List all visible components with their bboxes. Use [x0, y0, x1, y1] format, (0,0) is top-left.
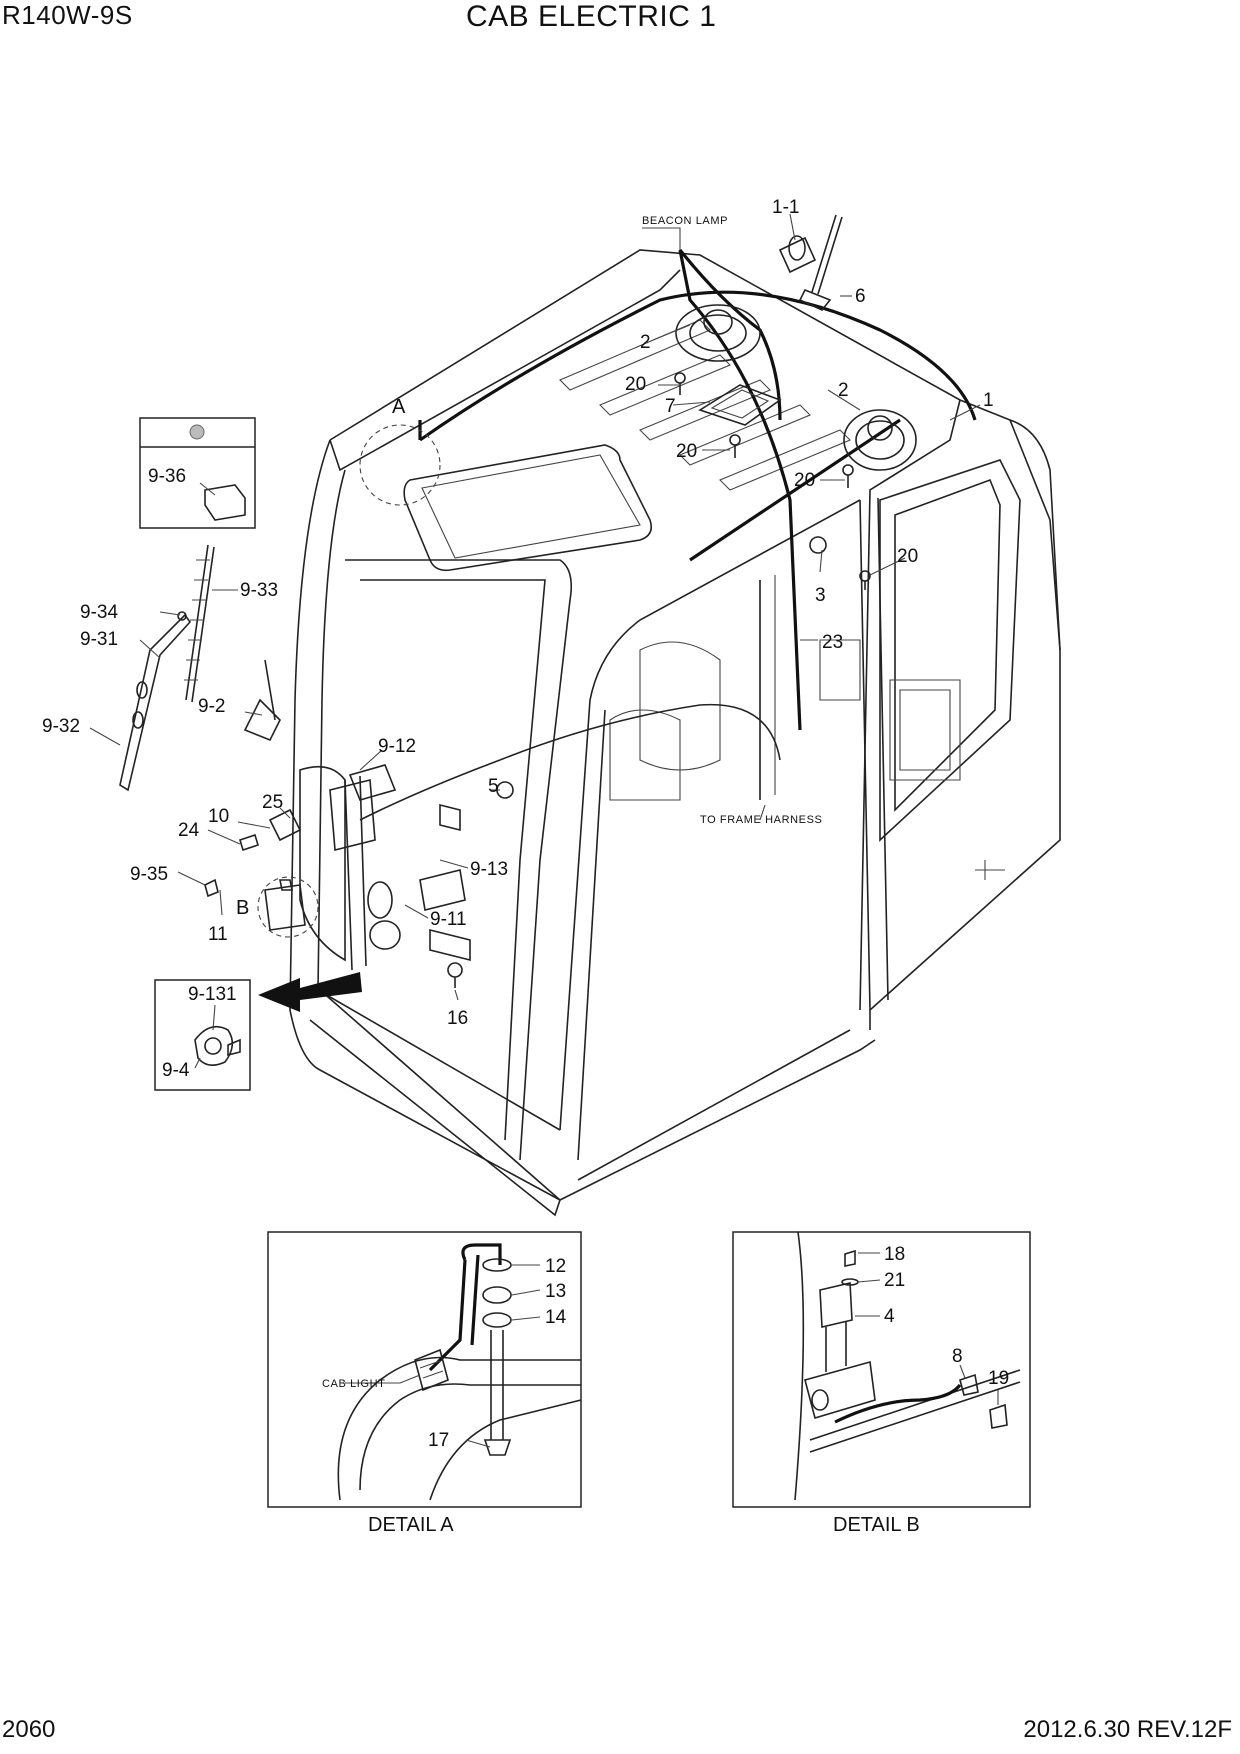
callout-9-32: 9-32	[42, 716, 80, 737]
callout-9-13: 9-13	[470, 859, 508, 880]
callout-11: 11	[208, 924, 228, 945]
callout-9-31: 9-31	[80, 629, 118, 650]
callout-9-131: 9-131	[188, 984, 237, 1005]
callout-8: 8	[952, 1346, 963, 1367]
page-title: CAB ELECTRIC 1	[466, 0, 717, 33]
wiper-arm	[119, 611, 192, 792]
callout-18: 18	[884, 1244, 905, 1265]
washer-tank-b	[257, 876, 319, 938]
detail-b-box	[732, 1231, 1031, 1508]
callout-14: 14	[545, 1307, 567, 1328]
callout-9-12: 9-12	[378, 736, 416, 757]
callout-9-33: 9-33	[240, 580, 278, 601]
wiper-motor-assembly	[299, 764, 471, 971]
callout-2-right: 2	[838, 380, 849, 401]
detail-a-caption: DETAIL A	[368, 1514, 454, 1536]
callout-16: 16	[447, 1008, 468, 1029]
callout-9-2: 9-2	[198, 696, 225, 717]
callout-9-35: 9-35	[130, 864, 168, 885]
callout-1-1: 1-1	[772, 197, 799, 218]
callout-13: 13	[545, 1281, 566, 1302]
model-code: R140W-9S	[2, 0, 133, 30]
antenna	[798, 214, 843, 311]
callout-20-c: 20	[794, 470, 815, 491]
room-lamp	[698, 384, 782, 426]
callout-12: 12	[545, 1256, 566, 1277]
cab-light-label: CAB LIGHT	[322, 1378, 385, 1390]
callout-7: 7	[665, 396, 676, 417]
wiper-linkage-left	[204, 659, 302, 898]
to-frame-harness-label: TO FRAME HARNESS	[700, 814, 822, 826]
callout-5: 5	[488, 776, 499, 797]
callout-10: 10	[208, 806, 229, 827]
inset-9-36	[139, 417, 256, 529]
callout-2-left: 2	[640, 332, 651, 353]
callout-25: 25	[262, 792, 283, 813]
cab-frame	[289, 249, 1061, 1217]
callout-9-11: 9-11	[430, 909, 467, 930]
detail-b-caption: DETAIL B	[833, 1514, 920, 1536]
callout-6: 6	[855, 286, 866, 307]
page-number: 2060	[2, 1716, 56, 1743]
callout-23: 23	[822, 632, 843, 653]
callout-19: 19	[988, 1368, 1009, 1389]
callout-20-d: 20	[897, 546, 918, 567]
callout-3: 3	[815, 585, 826, 606]
wiper-blade	[184, 544, 215, 703]
arrow-to-detail-b	[258, 972, 362, 1012]
callout-9-34: 9-34	[80, 602, 118, 623]
leader-lines	[89, 213, 999, 1448]
revision-date: 2012.6.30 REV.12F	[1023, 1716, 1232, 1743]
callout-9-4: 9-4	[162, 1060, 190, 1081]
beacon-lamp-label: BEACON LAMP	[642, 215, 728, 227]
callout-1: 1	[983, 390, 994, 411]
callout-20-b: 20	[676, 441, 697, 462]
beacon-lamp-socket	[778, 235, 817, 274]
detail-a-marker	[359, 424, 441, 506]
callout-17: 17	[428, 1430, 449, 1451]
callout-24: 24	[178, 820, 200, 841]
front-parts	[439, 781, 514, 988]
speaker-left	[675, 304, 761, 362]
detail-a-box	[267, 1231, 582, 1508]
detail-a-marker-label: A	[392, 396, 406, 418]
inset-9-131	[154, 979, 251, 1091]
detail-b-marker-label: B	[236, 897, 249, 919]
callout-20-a: 20	[625, 374, 646, 395]
speaker-right	[843, 409, 917, 471]
callout-4: 4	[884, 1306, 895, 1327]
callout-21: 21	[884, 1270, 905, 1291]
callout-9-36: 9-36	[148, 466, 186, 487]
